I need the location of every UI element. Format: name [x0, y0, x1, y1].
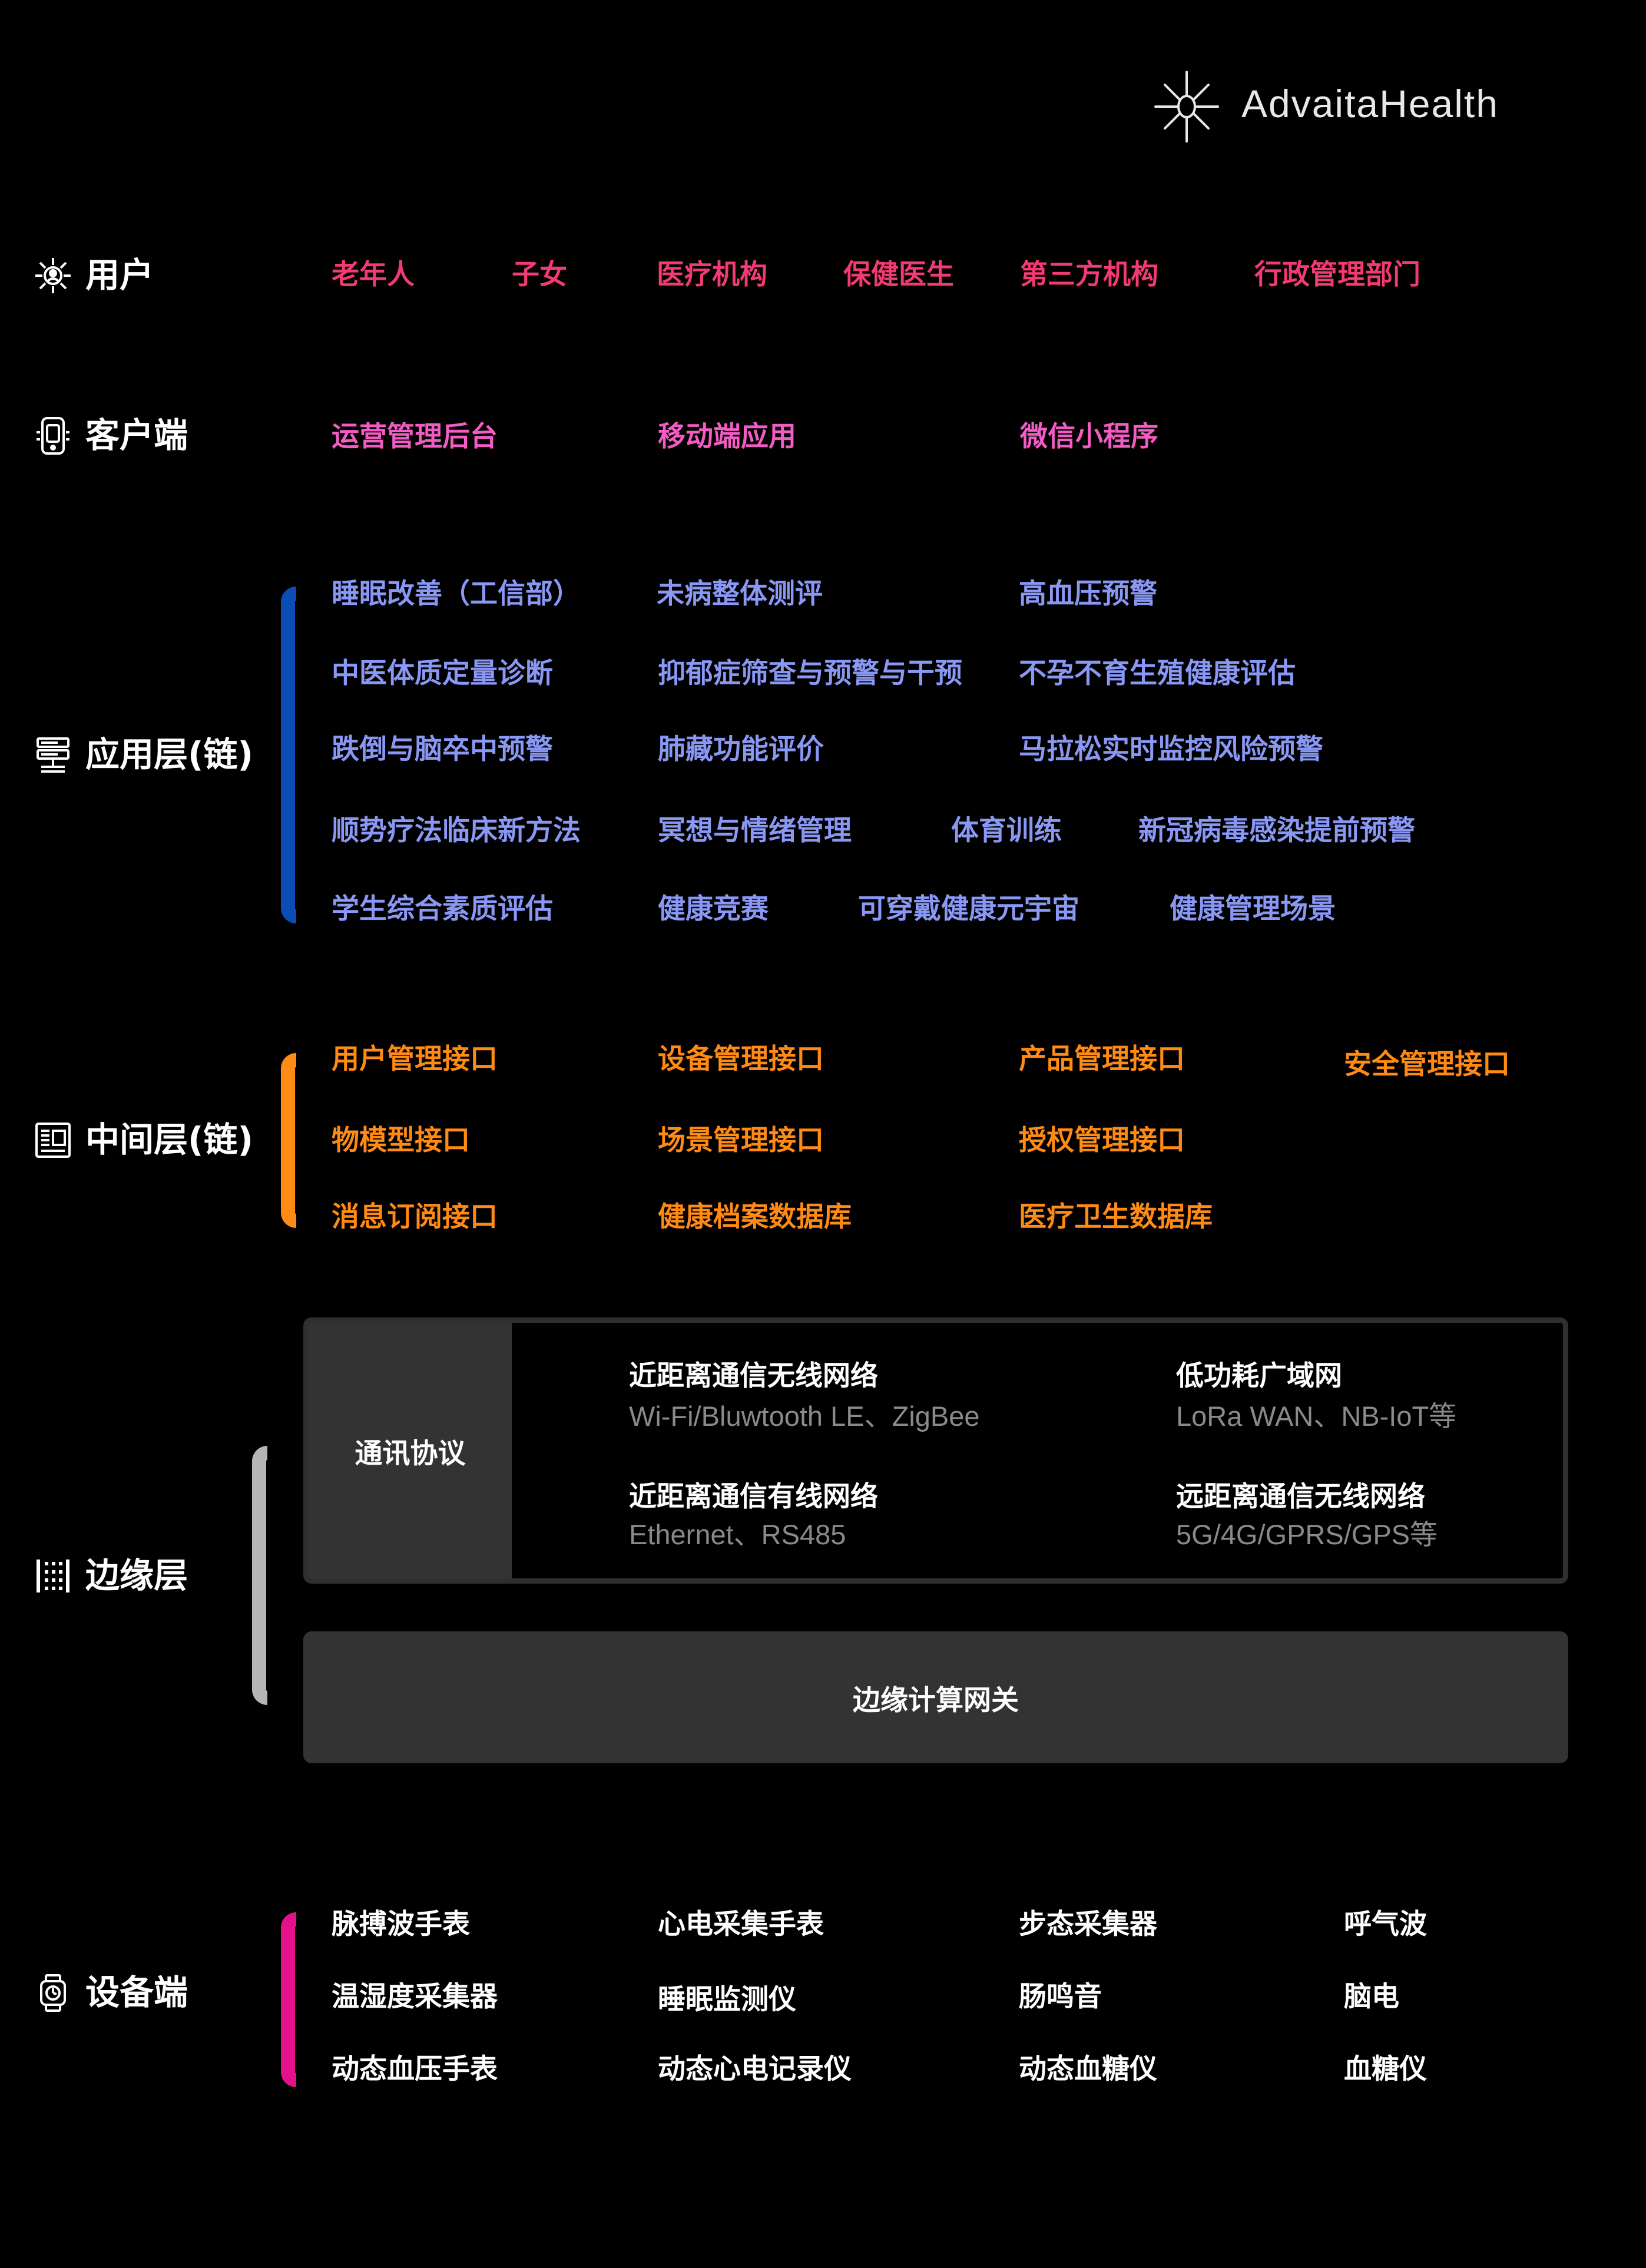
- protocol-title: 远距离通信无线网络: [1176, 1481, 1425, 1513]
- user-item: 医疗机构: [657, 259, 767, 291]
- user-item: 第三方机构: [1020, 259, 1158, 291]
- edge-gateway-panel: 边缘计算网关: [303, 1631, 1568, 1763]
- protocol-label: 通讯协议: [355, 1437, 466, 1470]
- layer-title-clients: 客户端: [85, 415, 188, 455]
- middle-bracket: [281, 1053, 296, 1228]
- application-item: 跌倒与脑卒中预警: [332, 733, 553, 766]
- application-item: 健康竞赛: [658, 893, 769, 925]
- protocol-title: 近距离通信有线网络: [629, 1481, 878, 1513]
- layer-title-application: 应用层(链): [85, 734, 254, 774]
- asterisk-star-icon: [1154, 71, 1219, 143]
- protocol-detail: LoRa WAN、NB-IoT等: [1176, 1400, 1457, 1432]
- people-network-icon: [35, 258, 71, 293]
- devices-bracket: [281, 1912, 296, 2087]
- layer-title-middle: 中间层(链): [85, 1120, 254, 1160]
- api-chip-icon: [35, 1123, 71, 1158]
- edge-gateway-label: 边缘计算网关: [853, 1684, 1019, 1717]
- protocol-detail: Wi-Fi/Bluwtooth LE、ZigBee: [629, 1400, 980, 1432]
- device-item: 脑电: [1344, 1981, 1399, 2013]
- application-item: 顺势疗法临床新方法: [332, 815, 581, 847]
- protocol-detail: 5G/4G/GPRS/GPS等: [1176, 1519, 1438, 1550]
- application-item: 马拉松实时监控风险预警: [1019, 733, 1323, 766]
- user-item: 行政管理部门: [1254, 259, 1420, 291]
- application-item: 学生综合素质评估: [332, 893, 553, 925]
- smartwatch-icon: [40, 1974, 66, 2012]
- device-item: 动态血糖仪: [1019, 2053, 1157, 2085]
- protocol-detail: Ethernet、RS485: [629, 1519, 846, 1550]
- brand-name: AdvaitaHealth: [1241, 82, 1499, 125]
- protocol-panel: 通讯协议 近距离通信无线网络 Wi-Fi/Bluwtooth LE、ZigBee…: [303, 1317, 1568, 1584]
- layer-title-users: 用户: [85, 255, 154, 295]
- application-item: 未病整体测评: [657, 578, 823, 610]
- application-item: 肺藏功能评价: [658, 733, 824, 766]
- device-item: 心电采集手表: [658, 1908, 824, 1941]
- server-stack-icon: [37, 737, 69, 773]
- middle-item: 物模型接口: [332, 1124, 470, 1157]
- middle-item: 健康档案数据库: [658, 1201, 852, 1233]
- protocol-title: 近距离通信无线网络: [629, 1360, 878, 1392]
- layer-title-devices: 设备端: [85, 1972, 188, 2012]
- device-item: 温湿度采集器: [332, 1981, 498, 2013]
- device-item: 动态心电记录仪: [658, 2053, 852, 2085]
- middle-item: 消息订阅接口: [332, 1201, 498, 1233]
- client-item: 微信小程序: [1020, 421, 1158, 453]
- layer-title-edge: 边缘层: [85, 1555, 188, 1595]
- device-item: 步态采集器: [1019, 1908, 1157, 1941]
- application-item: 冥想与情绪管理: [658, 815, 852, 847]
- application-item: 新冠病毒感染提前预警: [1138, 815, 1415, 847]
- application-item: 抑郁症筛查与预警与干预: [658, 657, 962, 690]
- application-item: 可穿戴健康元宇宙: [858, 893, 1079, 925]
- device-item: 睡眠监测仪: [658, 1984, 796, 2016]
- application-bracket: [281, 587, 296, 923]
- client-item: 移动端应用: [658, 421, 796, 453]
- application-item: 中医体质定量诊断: [332, 657, 553, 690]
- user-item: 保健医生: [843, 259, 954, 291]
- middle-item: 授权管理接口: [1019, 1124, 1185, 1157]
- device-item: 动态血压手表: [332, 2053, 498, 2085]
- protocol-title: 低功耗广域网: [1176, 1360, 1342, 1392]
- middle-item: 设备管理接口: [658, 1043, 824, 1075]
- client-item: 运营管理后台: [332, 421, 498, 453]
- device-item: 血糖仪: [1344, 2053, 1427, 2085]
- mobile-app-icon: [37, 417, 69, 455]
- user-item: 子女: [512, 259, 567, 291]
- middle-item: 场景管理接口: [658, 1124, 824, 1157]
- middle-item: 医疗卫生数据库: [1019, 1201, 1213, 1233]
- middle-item: 安全管理接口: [1344, 1048, 1510, 1081]
- application-item: 高血压预警: [1019, 578, 1157, 610]
- device-item: 呼气波: [1344, 1908, 1427, 1941]
- device-item: 脉搏波手表: [332, 1908, 470, 1941]
- protocol-label-cell: [309, 1323, 512, 1578]
- dot-grid-icon: [37, 1560, 69, 1592]
- user-item: 老年人: [332, 259, 415, 291]
- device-item: 肠鸣音: [1019, 1981, 1102, 2013]
- application-item: 睡眠改善（工信部）: [332, 578, 581, 610]
- application-item: 不孕不育生殖健康评估: [1019, 657, 1296, 690]
- edge-bracket: [252, 1446, 267, 1705]
- application-item: 体育训练: [951, 815, 1062, 847]
- middle-item: 产品管理接口: [1019, 1043, 1185, 1075]
- middle-item: 用户管理接口: [332, 1043, 498, 1075]
- application-item: 健康管理场景: [1170, 893, 1336, 925]
